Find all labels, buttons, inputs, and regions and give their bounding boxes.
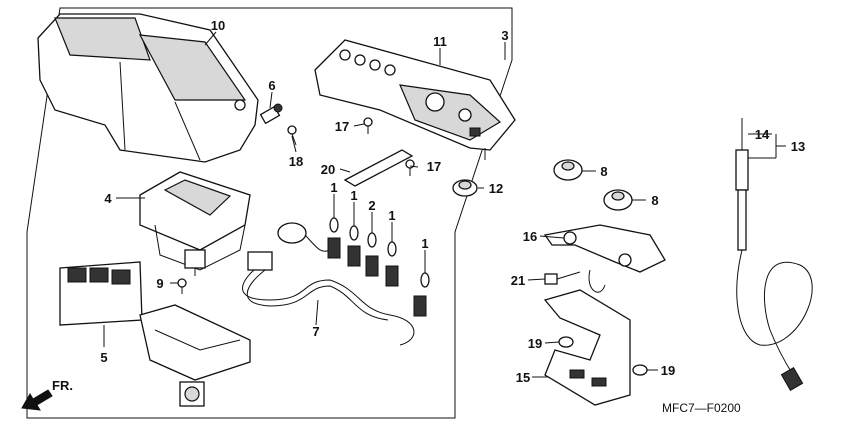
callout-9: 9 xyxy=(156,276,163,291)
callout-18: 18 xyxy=(289,154,303,169)
callout-20: 20 xyxy=(321,162,335,177)
callout-4: 4 xyxy=(104,191,112,206)
wire-harness xyxy=(242,222,415,346)
callout-1-b: 1 xyxy=(350,188,357,203)
stay-part-16 xyxy=(543,224,666,293)
leader-lines xyxy=(103,31,786,378)
bulb-socket-part-6 xyxy=(259,103,283,125)
assembly-boundary xyxy=(26,7,513,419)
callouts: 10 6 18 3 11 17 17 20 12 4 9 5 7 1 1 2 1… xyxy=(100,18,805,385)
meter-case xyxy=(314,39,516,160)
grommet-part-8-upper xyxy=(553,159,583,181)
bolt-part-21 xyxy=(544,271,581,285)
callout-11: 11 xyxy=(433,34,447,49)
callout-7: 7 xyxy=(312,324,319,339)
callout-21: 21 xyxy=(511,273,525,288)
speedometer-cable xyxy=(735,118,813,391)
grommet-part-12 xyxy=(452,179,478,197)
front-direction-arrow: FR. xyxy=(21,378,73,411)
callout-15: 15 xyxy=(516,370,530,385)
lower-case xyxy=(59,261,251,407)
callout-16: 16 xyxy=(523,229,537,244)
meter-visor xyxy=(37,13,259,163)
screw-part-17-lower xyxy=(405,159,415,176)
callout-3: 3 xyxy=(501,28,508,43)
nut-part-19-left xyxy=(558,336,574,348)
indicator-unit xyxy=(139,171,251,276)
callout-19-left: 19 xyxy=(528,336,542,351)
bracket-part-15 xyxy=(543,289,631,406)
bulb-sockets xyxy=(327,217,430,317)
callout-5: 5 xyxy=(100,350,107,365)
callout-19-right: 19 xyxy=(661,363,675,378)
grommet-part-8-lower xyxy=(603,189,633,211)
callout-14: 14 xyxy=(755,127,770,142)
callout-13: 13 xyxy=(791,139,805,154)
callout-1-d: 1 xyxy=(421,236,428,251)
figure-code: MFC7—F0200 xyxy=(662,401,741,415)
callout-1-c: 1 xyxy=(388,208,395,223)
callout-2: 2 xyxy=(368,198,375,213)
callout-1-a: 1 xyxy=(330,180,337,195)
callout-8-upper: 8 xyxy=(600,164,607,179)
callout-8-lower: 8 xyxy=(651,193,658,208)
callout-6: 6 xyxy=(268,78,275,93)
callout-10: 10 xyxy=(211,18,225,33)
callout-12: 12 xyxy=(489,181,503,196)
callout-17-lower: 17 xyxy=(427,159,441,174)
screw-part-18 xyxy=(287,125,297,146)
callout-17-upper: 17 xyxy=(335,119,349,134)
plate-part-20 xyxy=(343,149,414,187)
front-label: FR. xyxy=(52,378,73,393)
screw-part-17-upper xyxy=(363,117,373,134)
nut-part-19-right xyxy=(632,364,648,376)
screw-part-9 xyxy=(177,278,187,294)
